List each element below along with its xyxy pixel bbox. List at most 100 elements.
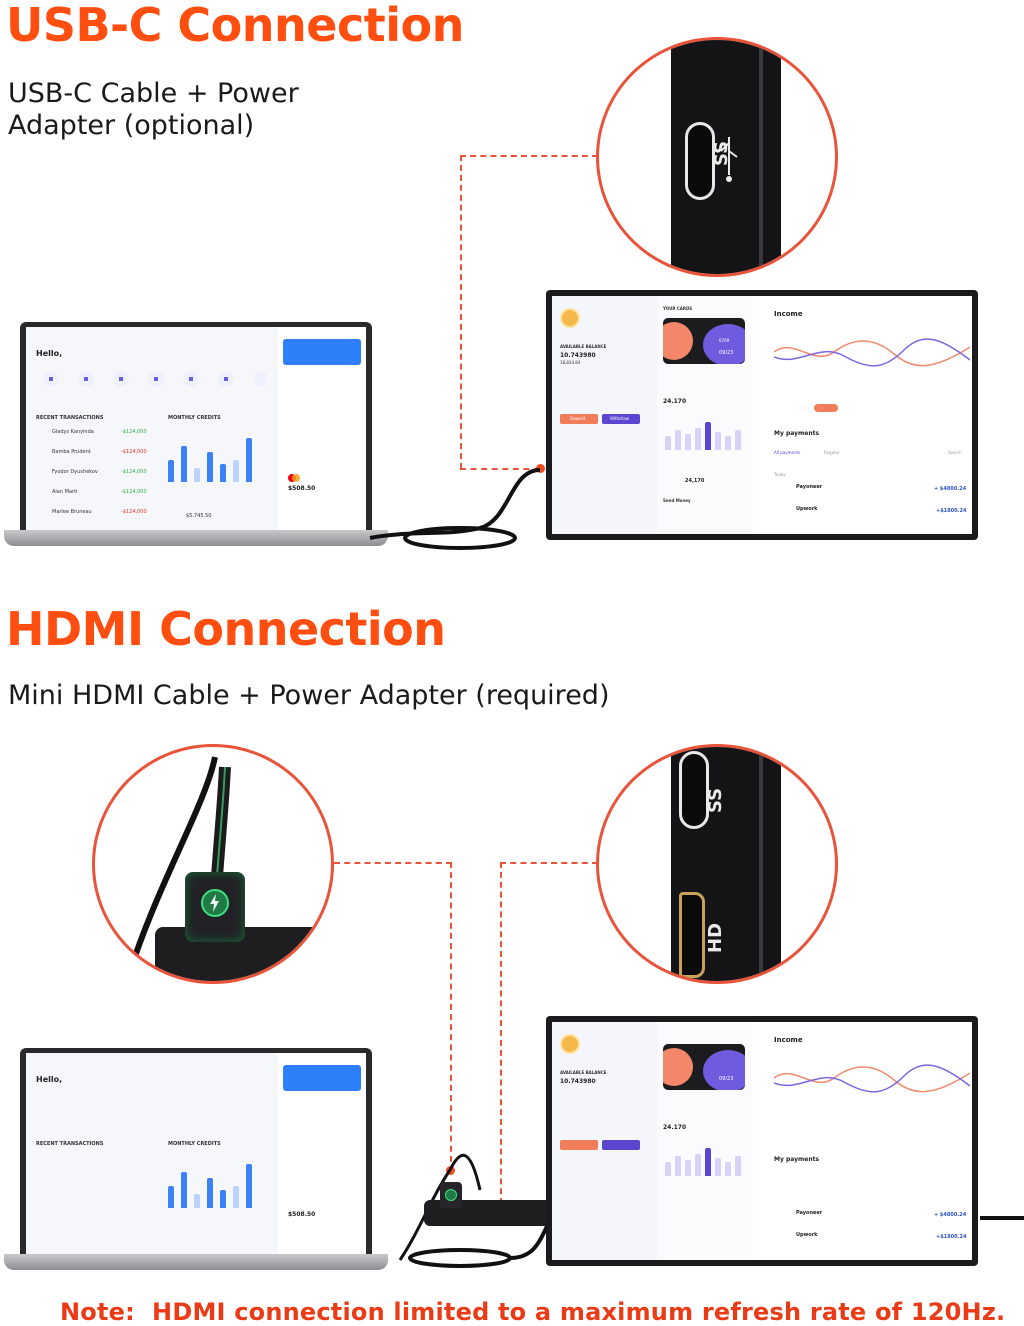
laptop-right-panel: $508.50 — [278, 327, 366, 530]
user-avatar — [560, 308, 580, 328]
user-avatar-2 — [560, 1034, 580, 1054]
credit-card-visual: 6769 09/23 — [663, 318, 745, 364]
card-expiry-2: 09/23 — [719, 1076, 734, 1082]
monitor-left-panel-2: AVAILABLE BALANCE 10.743980 — [552, 1022, 657, 1260]
laptop-value-5: -$124,000 — [121, 509, 147, 515]
deposit-button[interactable]: Deposit — [560, 414, 598, 424]
card-expiry: 09/23 — [719, 350, 734, 356]
monitor-cards-panel-2: 09/23 24.170 — [657, 1022, 753, 1260]
hdmi-dashed-right-top — [500, 862, 598, 864]
payoneer-label-2: Payoneer — [796, 1210, 823, 1216]
portable-monitor-hdmi: AVAILABLE BALANCE 10.743980 09/23 24.170 — [546, 1016, 978, 1266]
monitor-edge-highlight — [759, 40, 763, 274]
deposit-label: Deposit — [570, 416, 586, 421]
hdmi-subtitle: Mini HDMI Cable + Power Adapter (require… — [8, 680, 610, 711]
ss-usb-icon — [717, 135, 741, 195]
laptop-right-panel-2: $508.50 — [278, 1053, 366, 1254]
usbc-cable — [369, 468, 541, 550]
send-money-label: Send Money — [663, 498, 691, 503]
payoneer-amount: + $4800.24 — [934, 486, 967, 492]
laptop-screen-usbc: Hello, RECENT TRANSACTIONS MONTHLY CREDI… — [26, 327, 366, 530]
usbc-ss-label: SS — [711, 140, 732, 166]
monitor-bar-chart — [665, 420, 745, 450]
upwork-amount-2: +$1800.24 — [936, 1234, 967, 1240]
usbc-subtitle-line1: USB-C Cable + Power — [8, 78, 299, 109]
balance-value-2: 10.743980 — [560, 1078, 596, 1085]
power-cable-closeup — [123, 756, 331, 981]
all-payments-tab[interactable]: All payments — [774, 450, 801, 455]
usbc-port-icon — [685, 122, 715, 200]
hdmi-dashed-left-vertical — [450, 862, 452, 1172]
laptop-greeting: Hello, — [36, 349, 63, 358]
laptop-lid-hdmi: Hello, RECENT TRANSACTIONS MONTHLY CREDI… — [20, 1048, 372, 1254]
withdraw-button[interactable]: Withdraw — [602, 414, 640, 424]
laptop-screen-hdmi: Hello, RECENT TRANSACTIONS MONTHLY CREDI… — [26, 1053, 366, 1254]
usbc-dashed-connector-vertical — [460, 155, 462, 469]
available-balance-label: AVAILABLE BALANCE — [560, 344, 607, 349]
laptop-base-usbc — [4, 530, 388, 546]
power-adapter-zoom-circle — [92, 744, 334, 984]
laptop-bar-chart — [168, 427, 258, 482]
usbc-port-zoom-circle: SS — [596, 37, 838, 277]
usbc-title: USB-C Connection — [6, 0, 464, 52]
laptop-card-amount-2: $508.50 — [288, 1211, 316, 1218]
laptop-row-2: Bamba Prudent — [52, 449, 91, 455]
withdraw-button-2[interactable] — [602, 1140, 640, 1150]
usbc-port-icon-2 — [679, 751, 709, 829]
my-payments-label: My payments — [774, 430, 820, 437]
laptop-quick-icons — [36, 369, 269, 399]
refresh-rate-note: Note: HDMI connection limited to a maxim… — [60, 1298, 1006, 1326]
credit-card-visual-2: 09/23 — [663, 1044, 745, 1090]
income-label: Income — [774, 310, 803, 318]
search-label[interactable]: Search — [948, 450, 962, 455]
upwork-amount: +$1800.24 — [936, 508, 967, 514]
laptop-base-hdmi — [4, 1254, 388, 1270]
laptop-monthly-credits: MONTHLY CREDITS — [168, 415, 221, 421]
laptop-row-1: Gladys Kanyinda — [52, 429, 94, 435]
laptop-value-4: -$124,000 — [121, 489, 147, 495]
usbc-subtitle-line2: Adapter (optional) — [8, 110, 255, 141]
balance-value: 10.743980 — [560, 352, 596, 359]
hdmi-title: HDMI Connection — [6, 602, 446, 656]
balance-sub: 18,834.84 — [560, 360, 581, 365]
monitor-screen-hdmi: AVAILABLE BALANCE 10.743980 09/23 24.170 — [552, 1022, 972, 1260]
your-cards-label: YOUR CARDS — [663, 306, 693, 311]
stat-value-2: 24,170 — [685, 478, 705, 484]
laptop-monthly-credits-2: MONTHLY CREDITS — [168, 1141, 221, 1147]
laptop-row-4: Alan Marti — [52, 489, 78, 495]
payoneer-label: Payoneer — [796, 484, 823, 490]
upwork-label: Upwork — [796, 506, 818, 512]
laptop-mastercard-icon — [288, 467, 300, 482]
available-balance-label-2: AVAILABLE BALANCE — [560, 1070, 607, 1075]
hdmi-ss-label: SS — [705, 787, 726, 813]
power-adapter-plug — [440, 1182, 462, 1208]
deposit-button-2[interactable] — [560, 1140, 598, 1150]
laptop-blue-card — [283, 339, 361, 365]
charging-icon — [201, 889, 229, 917]
hdmi-dashed-right-vertical — [500, 862, 502, 1214]
today-label: Today — [774, 472, 786, 477]
stat-value: 24.170 — [663, 398, 687, 405]
regular-tab[interactable]: Regular — [824, 450, 840, 455]
monitor-bar-chart-2 — [665, 1146, 745, 1176]
card-number: 6769 — [719, 338, 730, 343]
laptop-recent-transactions: RECENT TRANSACTIONS — [36, 415, 104, 421]
adapter-led-icon — [445, 1189, 457, 1201]
laptop-bar-chart-2 — [168, 1153, 258, 1208]
laptop-value-3: -$124,000 — [121, 469, 147, 475]
laptop-row-3: Fyodor Dyushekov — [52, 469, 98, 475]
hdmi-dashed-left-top — [334, 862, 452, 864]
usbc-dashed-connector-bottom — [460, 468, 540, 470]
laptop-blue-card-2 — [283, 1065, 361, 1091]
payoneer-amount-2: + $4800.24 — [934, 1212, 967, 1218]
stat-value-3: 24.170 — [663, 1124, 687, 1131]
monitor-left-panel: AVAILABLE BALANCE 10.743980 18,834.84 De… — [552, 296, 657, 534]
usbc-connection-dot — [536, 464, 545, 473]
laptop-lid-usbc: Hello, RECENT TRANSACTIONS MONTHLY CREDI… — [20, 322, 372, 530]
mini-hdmi-port-icon — [679, 892, 705, 978]
upwork-label-2: Upwork — [796, 1232, 818, 1238]
period-selector-active[interactable] — [814, 404, 838, 412]
income-wave-chart-2 — [774, 1064, 970, 1093]
my-payments-label-2: My payments — [774, 1156, 820, 1163]
laptop-amount2: $5,745.50 — [186, 513, 212, 519]
